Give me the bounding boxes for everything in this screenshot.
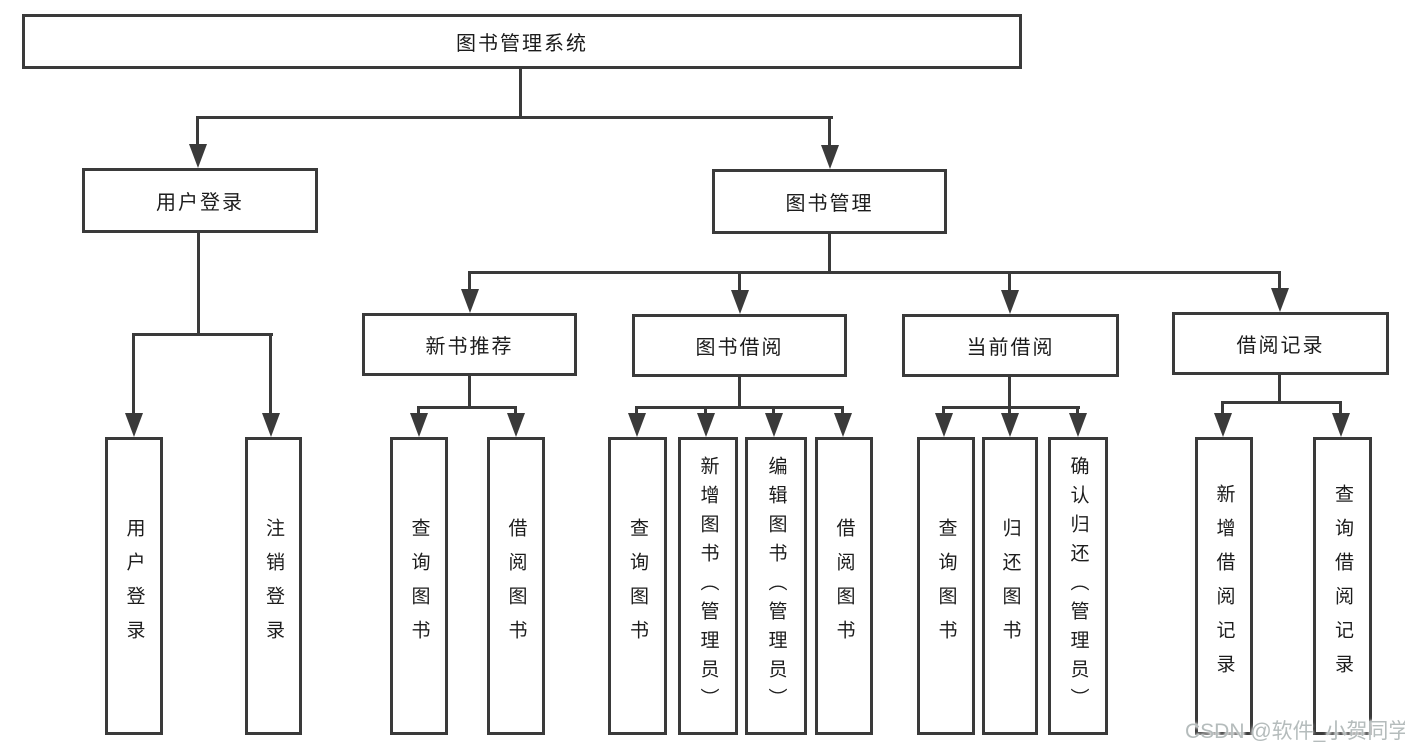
connector-book-borrow-stem	[738, 271, 741, 290]
leaf-query-borrow-record: 查询借阅记录	[1313, 437, 1372, 735]
connector-cb-leaf2-stem	[1008, 406, 1011, 413]
node-user-login: 用户登录	[82, 168, 318, 233]
connector-br-branch-bar	[1222, 401, 1342, 404]
node-new-book-recommendation: 新书推荐	[362, 313, 577, 376]
leaf-confirm-return-admin: 确认归还（管理员）	[1048, 437, 1108, 735]
arrowhead-bb-leaf2	[697, 413, 715, 437]
leaf-logout: 注销登录	[245, 437, 302, 735]
arrowhead-cb-leaf1	[935, 413, 953, 437]
connector-bb-leaf1-stem	[635, 406, 638, 413]
arrowhead-new-book	[461, 289, 479, 313]
leaf-query-books-recommend-label: 查询图书	[408, 518, 430, 654]
connector-bb-branch-bar	[636, 406, 844, 409]
node-current-borrowing: 当前借阅	[902, 314, 1119, 377]
arrowhead-book-mgmt	[821, 145, 839, 169]
leaf-borrow-books-recommend: 借阅图书	[487, 437, 545, 735]
leaf-query-books-current-label: 查询图书	[935, 518, 957, 654]
leaf-user-login-label: 用户登录	[123, 518, 145, 654]
leaf-edit-book-admin-label: 编辑图书（管理员）	[765, 455, 787, 717]
connector-nb-leaf2-stem	[514, 406, 517, 413]
connector-cb-leaf3-stem	[1076, 406, 1079, 413]
arrowhead-bb-leaf1	[628, 413, 646, 437]
connector-book-mgmt-stem	[828, 116, 831, 147]
node-current-borrowing-label: 当前借阅	[966, 337, 1055, 359]
connector-bb-leaf3-stem	[772, 406, 775, 413]
leaf-edit-book-admin: 编辑图书（管理员）	[745, 437, 807, 735]
leaf-user-login: 用户登录	[105, 437, 163, 735]
connector-bb-leaf2-stem	[704, 406, 707, 413]
leaf-borrow-books: 借阅图书	[815, 437, 873, 735]
arrowhead-nb-leaf1	[410, 413, 428, 437]
connector-current-borrow-stem	[1008, 271, 1011, 290]
leaf-borrow-books-label: 借阅图书	[833, 518, 855, 654]
connector-user-login-stem	[196, 116, 199, 146]
connector-leaf-logout-stem	[269, 333, 272, 413]
csdn-watermark: CSDN @软件_小贺同学	[1185, 720, 1405, 743]
arrowhead-br-leaf1	[1214, 413, 1232, 437]
leaf-query-books-current: 查询图书	[917, 437, 975, 735]
arrowhead-current-borrow	[1001, 290, 1019, 314]
node-book-borrowing: 图书借阅	[632, 314, 847, 377]
arrowhead-borrow-record	[1271, 288, 1289, 312]
arrowhead-nb-leaf2	[507, 413, 525, 437]
connector-nb-branch-bar	[418, 406, 517, 409]
leaf-add-book-admin: 新增图书（管理员）	[678, 437, 738, 735]
arrowhead-cb-leaf2	[1001, 413, 1019, 437]
arrowhead-leaf-logout	[262, 413, 280, 437]
connector-borrow-record-stem	[1278, 271, 1281, 288]
node-book-management: 图书管理	[712, 169, 947, 234]
connector-br-leaf1-stem	[1221, 401, 1224, 413]
arrowhead-bb-leaf3	[765, 413, 783, 437]
node-root: 图书管理系统	[22, 14, 1022, 69]
arrowhead-bb-leaf4	[834, 413, 852, 437]
arrowhead-br-leaf2	[1332, 413, 1350, 437]
connector-cb-leaf1-stem	[942, 406, 945, 413]
node-user-login-label: 用户登录	[156, 192, 244, 214]
connector-br-branch-stem	[1278, 375, 1281, 404]
leaf-return-books: 归还图书	[982, 437, 1038, 735]
connector-cb-branch-bar	[943, 406, 1080, 409]
node-new-book-label: 新书推荐	[425, 336, 514, 358]
leaf-return-books-label: 归还图书	[999, 518, 1021, 654]
arrowhead-leaf-user-login	[125, 413, 143, 437]
arrowhead-cb-leaf3	[1069, 413, 1087, 437]
connector-mgmt-stem	[828, 234, 831, 274]
node-root-label: 图书管理系统	[456, 33, 588, 55]
connector-level2-bar	[197, 116, 833, 119]
node-borrowing-records-label: 借阅记录	[1236, 335, 1325, 357]
leaf-add-book-admin-label: 新增图书（管理员）	[697, 455, 719, 717]
leaf-add-borrow-record: 新增借阅记录	[1195, 437, 1253, 735]
node-book-borrowing-label: 图书借阅	[695, 337, 784, 359]
leaf-query-books-borrow-label: 查询图书	[627, 518, 648, 654]
connector-br-leaf2-stem	[1339, 401, 1342, 413]
leaf-query-books-borrow: 查询图书	[608, 437, 667, 735]
node-borrowing-records: 借阅记录	[1172, 312, 1389, 375]
leaf-confirm-return-admin-label: 确认归还（管理员）	[1067, 455, 1089, 717]
node-book-management-label: 图书管理	[785, 193, 874, 215]
connector-nb-branch-stem	[468, 376, 471, 408]
connector-bb-leaf4-stem	[841, 406, 844, 413]
leaf-add-borrow-record-label: 新增借阅记录	[1213, 484, 1235, 688]
leaf-query-borrow-record-label: 查询借阅记录	[1332, 484, 1353, 688]
leaf-query-books-recommend: 查询图书	[390, 437, 448, 735]
connector-user-branch-stem	[197, 233, 200, 336]
arrowhead-book-borrow	[731, 290, 749, 314]
connector-new-book-stem	[468, 271, 471, 289]
connector-leaf-user-login-stem	[132, 333, 135, 413]
leaf-logout-label: 注销登录	[263, 518, 284, 654]
connector-root-stem	[519, 69, 522, 118]
connector-nb-leaf1-stem	[417, 406, 420, 413]
connector-cb-branch-stem	[1008, 377, 1011, 408]
connector-level3-bar	[469, 271, 1281, 274]
connector-bb-branch-stem	[738, 377, 741, 408]
connector-user-branch-bar	[133, 333, 273, 336]
arrowhead-user-login	[189, 144, 207, 168]
leaf-borrow-books-recommend-label: 借阅图书	[505, 518, 527, 654]
